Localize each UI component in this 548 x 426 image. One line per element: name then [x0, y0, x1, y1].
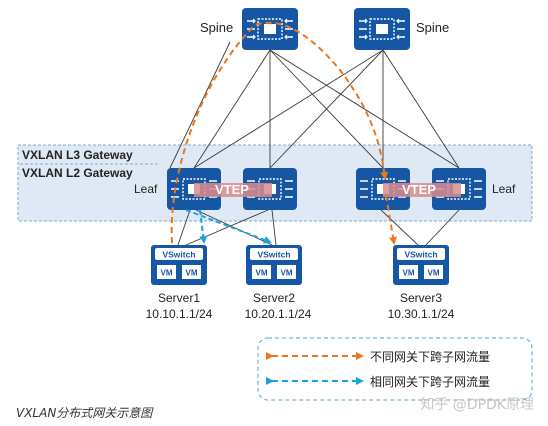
legend-label-blue: 相同网关下跨子网流量 — [370, 375, 490, 389]
spine-leaf-links — [169, 41, 460, 169]
vtep-label-left: VTEP — [215, 182, 249, 197]
flow-same-gateway-down — [199, 209, 208, 244]
server-1: VSwitch VM VM — [151, 245, 207, 285]
flow-different-gateway-right — [385, 194, 397, 245]
server-ip-3: 10.30.1.1/24 — [388, 307, 455, 321]
vm-label-3a: VM — [403, 269, 415, 278]
vm-label-2a: VM — [256, 269, 268, 278]
vm-label-3b: VM — [428, 269, 440, 278]
vtep-tunnel-right — [383, 183, 461, 197]
server-ip-2: 10.20.1.1/24 — [245, 307, 312, 321]
vtep-tunnel-left — [194, 183, 272, 197]
vswitch-label-3: VSwitch — [404, 250, 437, 260]
server-2: VSwitch VM VM — [246, 245, 302, 285]
server-ip-1: 10.10.1.1/24 — [146, 307, 213, 321]
vswitch-label-1: VSwitch — [162, 250, 195, 260]
server-name-1: Server1 — [158, 291, 200, 305]
vm-label-1a: VM — [161, 269, 173, 278]
flow-same-gateway-cross — [185, 209, 272, 244]
l2-gateway-label: VXLAN L2 Gateway — [22, 166, 133, 180]
server-name-3: Server3 — [400, 291, 442, 305]
vtep-label-right: VTEP — [402, 182, 436, 197]
l3-gateway-label: VXLAN L3 Gateway — [22, 148, 133, 162]
leaf-label-right: Leaf — [492, 182, 516, 196]
spine-switch-2 — [353, 7, 411, 51]
vswitch-label-2: VSwitch — [257, 250, 290, 260]
server-3: VSwitch VM VM — [393, 245, 449, 285]
legend-box — [257, 337, 533, 401]
watermark: 知乎 @DPDK原理 — [420, 397, 534, 413]
vm-label-2b: VM — [281, 269, 293, 278]
spine-label-1: Spine — [200, 20, 233, 35]
server-name-2: Server2 — [253, 291, 295, 305]
figure-caption: VXLAN分布式网关示意图 — [16, 406, 153, 420]
leaf-label-left: Leaf — [134, 182, 158, 196]
legend-label-orange: 不同网关下跨子网流量 — [370, 350, 490, 364]
vm-label-1b: VM — [186, 269, 198, 278]
spine-label-2: Spine — [416, 20, 449, 35]
flow-different-gateway-left — [170, 21, 389, 244]
